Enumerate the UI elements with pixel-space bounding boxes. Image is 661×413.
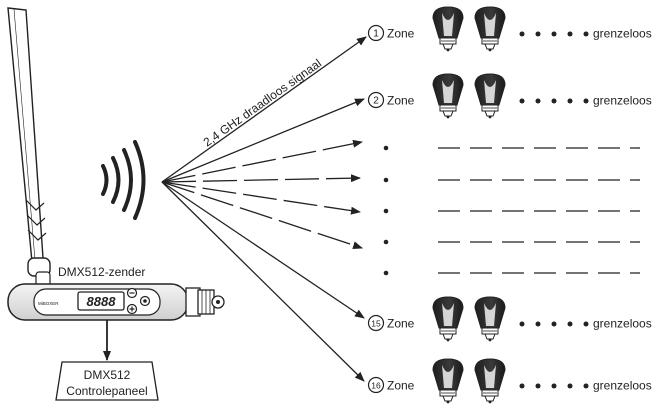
- ellipsis-dot: [551, 98, 557, 104]
- signal-label: 2,4 GHz draadloos signaal: [201, 56, 324, 149]
- ray-dashed-4: [161, 181, 363, 249]
- ellipsis-dot: [567, 98, 573, 104]
- controller-line2: Controlepaneel: [66, 384, 147, 398]
- brand-logo: MiBOXER: [38, 301, 59, 306]
- ellipsis-dot: [519, 383, 525, 389]
- ellipsis-dot: [535, 321, 541, 327]
- zone-number-circle: [367, 24, 385, 42]
- zone-row: 1 Zone grenzeloos: [367, 6, 652, 52]
- bulb-icon: [474, 296, 506, 342]
- zone-number: 2: [373, 96, 379, 107]
- ellipsis-dot: [551, 31, 557, 37]
- ellipsis-dot: [567, 321, 573, 327]
- zone-number-circle: [367, 376, 385, 394]
- button-plus[interactable]: [126, 303, 138, 315]
- zone-number-circle: [367, 314, 385, 332]
- ellipsis-dot: [551, 383, 557, 389]
- ellipsis-dot: [583, 321, 589, 327]
- zone-label: Zone: [387, 379, 415, 393]
- ellipsis-dot: [519, 98, 525, 104]
- bulb-icon: [474, 358, 506, 404]
- zone-row: 16 Zone grenzeloos: [367, 358, 652, 404]
- controller-line1: DMX512: [84, 368, 131, 382]
- ellipsis-dot: [519, 321, 525, 327]
- ellipsis-dot: [535, 31, 541, 37]
- ray-dashed-2: [161, 174, 361, 183]
- zone-suffix: grenzeloos: [593, 317, 652, 331]
- antenna: [7, 7, 51, 287]
- bulb-icon: [432, 296, 464, 342]
- zone-label: Zone: [387, 27, 415, 41]
- ellipsis-dot: [583, 383, 589, 389]
- ray-zone-1: [161, 36, 367, 183]
- ellipsis-dot: [551, 321, 557, 327]
- ray-dashed-1: [161, 139, 363, 183]
- zone-number: 15: [371, 319, 381, 329]
- zone-label: Zone: [387, 317, 415, 331]
- display-digits: 8888: [87, 294, 117, 309]
- ray-zone-16: [161, 181, 365, 382]
- ellipsis-dot: [519, 31, 525, 37]
- bulb-icon: [432, 6, 464, 52]
- ray-zone-2: [161, 98, 365, 183]
- ellipsis-dot: [535, 383, 541, 389]
- ellipsis-dot: [583, 98, 589, 104]
- ray-zone-15: [161, 181, 365, 319]
- zone-number: 16: [371, 381, 381, 391]
- zone-label: Zone: [387, 94, 415, 108]
- transmitter-label: DMX512-zender: [58, 265, 145, 279]
- ray-dashed-3: [161, 181, 361, 215]
- placeholder-rows: [383, 145, 640, 276]
- ellipsis-dot: [535, 98, 541, 104]
- zone-suffix: grenzeloos: [593, 379, 652, 393]
- zone-number: 1: [373, 29, 379, 40]
- zone-row: 15 Zone grenzeloos: [367, 296, 652, 342]
- zone-number-circle: [367, 91, 385, 109]
- digit-display: [77, 291, 125, 311]
- controller-box: [55, 361, 159, 401]
- zone-suffix: grenzeloos: [593, 94, 652, 108]
- zone-suffix: grenzeloos: [593, 27, 652, 41]
- bulb-icon: [474, 6, 506, 52]
- ellipsis-dot: [567, 31, 573, 37]
- button-mode[interactable]: [139, 295, 151, 307]
- radio-waves-icon: [101, 140, 146, 220]
- signal-rays: [161, 36, 367, 382]
- bulb-icon: [432, 358, 464, 404]
- bulb-icon: [474, 73, 506, 119]
- ellipsis-dot: [567, 383, 573, 389]
- zone-row: 2 Zone grenzeloos: [367, 73, 652, 119]
- button-minus[interactable]: [126, 287, 138, 299]
- bulb-icon: [432, 73, 464, 119]
- ellipsis-dot: [583, 31, 589, 37]
